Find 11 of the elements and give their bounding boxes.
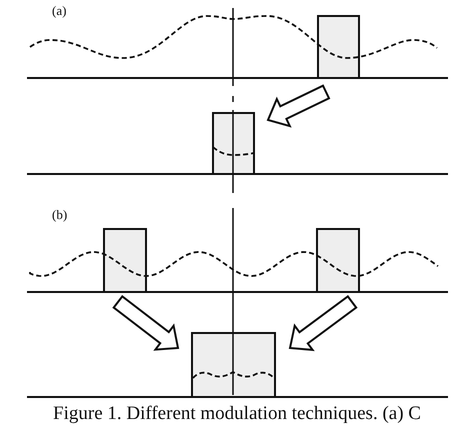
block-arrow xyxy=(266,84,330,128)
block-arrow xyxy=(288,295,358,352)
pulse-box xyxy=(103,228,147,293)
pulse-box xyxy=(191,332,276,398)
pulse-box xyxy=(212,112,255,175)
block-arrow xyxy=(112,295,180,351)
panel-label: (b) xyxy=(52,208,68,221)
pulse-box xyxy=(316,228,360,293)
pulse-box xyxy=(317,15,360,79)
figure-caption: Figure 1. Different modulation techniques. (a) C xyxy=(52,404,422,425)
panel-label: (a) xyxy=(52,4,66,17)
